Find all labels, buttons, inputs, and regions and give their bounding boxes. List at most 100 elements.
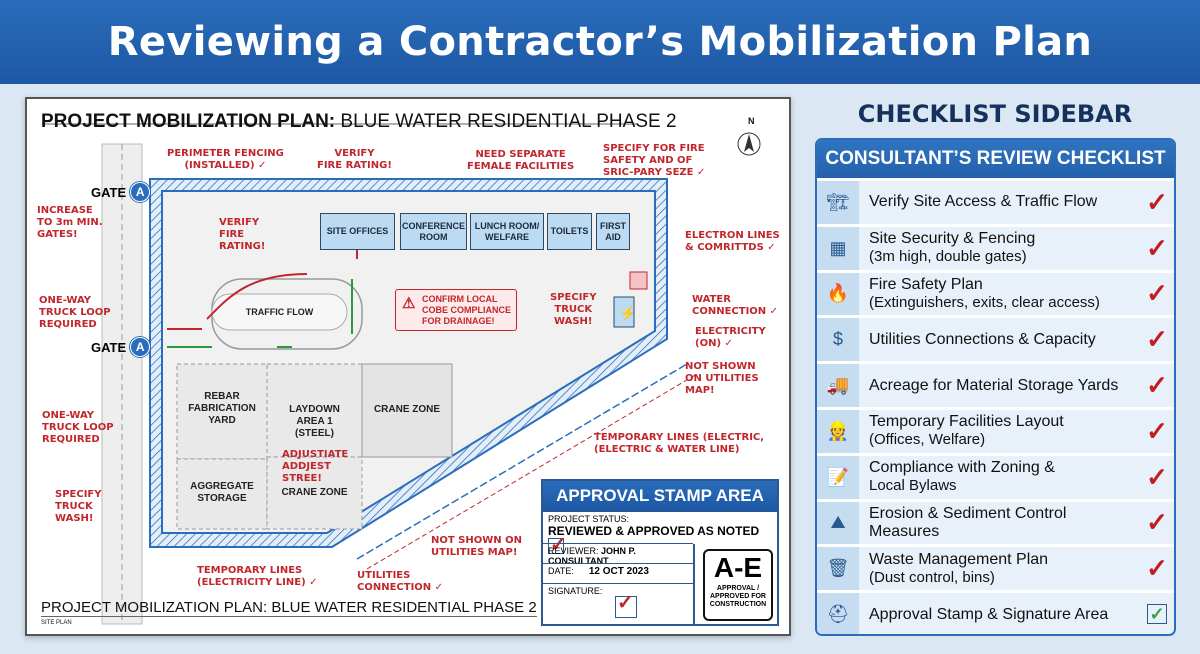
- annotation: ELECTRICITY (ON) ✓: [695, 326, 766, 349]
- checkmark-icon[interactable]: ✓: [1146, 553, 1168, 584]
- checklist-item-label: Erosion & Sediment Control Measures: [869, 504, 1067, 540]
- annotation: TEMPORARY LINES (ELECTRIC, (ELECTRIC & W…: [594, 432, 765, 455]
- checkbox-checked-icon[interactable]: ✓: [1140, 604, 1174, 625]
- checklist-item[interactable]: ⛰ Erosion & Sediment Control Measures ✓: [817, 498, 1174, 545]
- fence-icon: ▦: [817, 226, 859, 270]
- checklist-item[interactable]: ⛑ Approval Stamp & Signature Area ✓: [817, 590, 1174, 634]
- status-label: PROJECT STATUS:: [548, 514, 630, 524]
- plan-footer-title: PROJECT MOBILIZATION PLAN: BLUE WATER RE…: [41, 599, 537, 617]
- reviewer-value: JOHN P. CONSULTANT: [548, 546, 636, 566]
- annotation: ONE-WAY TRUCK LOOP REQUIRED: [42, 410, 114, 445]
- water-connection-box: [629, 271, 648, 290]
- electric-box: [613, 296, 635, 328]
- checklist-item[interactable]: 👷 Temporary Facilities Layout(Offices, W…: [817, 406, 1174, 453]
- sidebar-title: CHECKLIST SIDEBAR: [857, 100, 1133, 128]
- zone-aggregate-storage: AGGREGATE STORAGE: [190, 481, 254, 504]
- zone-rebar-yard: REBAR FABRICATION YARD: [188, 391, 256, 426]
- building-conference-room: CONFERENCE ROOM: [400, 213, 467, 250]
- page-title: Reviewing a Contractor’s Mobilization Pl…: [107, 19, 1093, 65]
- annotation: SPECIFY TRUCK WASH!: [550, 292, 597, 327]
- checklist-item[interactable]: 🏗 Verify Site Access & Traffic Flow ✓: [817, 178, 1174, 224]
- checklist-item-label: Compliance with Zoning &Local Bylaws: [869, 459, 1055, 495]
- annotation: VERIFY FIRE RATING!: [219, 217, 266, 252]
- approval-stamp: APPROVAL STAMP AREA PROJECT STATUS: REVI…: [541, 479, 779, 626]
- checkmark-icon[interactable]: ✓: [1146, 415, 1168, 446]
- plan-title: PROJECT MOBILIZATION PLAN: BLUE WATER RE…: [41, 111, 677, 132]
- annotation: ADJUSTIATE ADDJEST STREE!: [282, 449, 349, 484]
- checklist-item[interactable]: ▦ Site Security & Fencing(3m high, doubl…: [817, 223, 1174, 270]
- gate-marker-icon: A: [130, 182, 151, 202]
- annotation: SPECIFY TRUCK WASH!: [55, 489, 102, 524]
- traffic-island: [211, 293, 348, 331]
- approval-code-desc: APPROVAL / APPROVED FOR CONSTRUCTION: [709, 585, 767, 608]
- checkbox-checked-icon: [548, 532, 567, 557]
- status-value: REVIEWED & APPROVED AS NOTED: [548, 524, 772, 557]
- annotation: NOT SHOWN ON UTILITIES MAP!: [431, 535, 522, 558]
- checklist-item-label: Fire Safety Plan(Extinguishers, exits, c…: [869, 275, 1100, 311]
- annotation: ONE-WAY TRUCK LOOP REQUIRED: [39, 295, 111, 330]
- checklist-item-label: Approval Stamp & Signature Area: [869, 605, 1109, 623]
- crane-icon: 🏗: [817, 181, 859, 224]
- checklist-item[interactable]: $ Utilities Connections & Capacity ✓: [817, 315, 1174, 362]
- north-label: N: [748, 116, 755, 126]
- annotation: NOT SHOWN ON UTILITIES MAP!: [685, 361, 759, 396]
- building-lunch-room: LUNCH ROOM/ WELFARE: [470, 213, 544, 250]
- checklist-item[interactable]: 📝 Compliance with Zoning &Local Bylaws ✓: [817, 452, 1174, 499]
- annotation: WATER CONNECTION ✓: [692, 294, 779, 317]
- plan-footer-sub: SITE PLAN: [41, 620, 72, 626]
- checkmark-icon[interactable]: ✓: [1146, 324, 1168, 355]
- checkmark-icon[interactable]: ✓: [1146, 232, 1168, 263]
- checklist-item[interactable]: 🔥 Fire Safety Plan(Extinguishers, exits,…: [817, 269, 1174, 316]
- annotation: UTILITIES CONNECTION ✓: [357, 570, 444, 593]
- utility-line: [356, 363, 688, 560]
- approval-code: A-E: [713, 552, 763, 583]
- checkmark-icon[interactable]: ✓: [1146, 370, 1168, 401]
- checkmark-icon[interactable]: ✓: [1146, 278, 1168, 309]
- reviewer-row: REVIEWER: JOHN P. CONSULTANT: [543, 543, 693, 566]
- stamp-title: APPROVAL STAMP AREA: [543, 481, 777, 511]
- annotation: INCREASE TO 3m MIN. GATES!: [37, 205, 103, 240]
- signature-check-icon: [615, 590, 637, 618]
- hard-hat-icon: ⛑: [817, 593, 859, 634]
- crane-zone-area: [361, 363, 453, 458]
- checklist-item-label: Site Security & Fencing(3m high, double …: [869, 230, 1036, 266]
- checklist-item[interactable]: 🚚 Acreage for Material Storage Yards ✓: [817, 361, 1174, 407]
- date-value: 12 OCT 2023: [588, 566, 649, 577]
- checkmark-icon[interactable]: ✓: [1146, 507, 1168, 538]
- document-pen-icon: 📝: [817, 455, 859, 499]
- review-checklist: CONSULTANT’S REVIEW CHECKLIST 🏗 Verify S…: [815, 138, 1176, 636]
- money-hand-icon: $: [817, 318, 859, 362]
- traffic-flow-label: TRAFFIC FLOW: [245, 307, 314, 317]
- header-banner: Reviewing a Contractor’s Mobilization Pl…: [0, 0, 1200, 84]
- checklist-header: CONSULTANT’S REVIEW CHECKLIST: [817, 140, 1174, 178]
- site-plan-drawing: ⚡ PROJECT MOBILIZATION PLAN: BLUE WATER …: [25, 97, 791, 636]
- annotation: NEED SEPARATE FEMALE FACILITIES: [467, 149, 575, 172]
- crane-zone-2-area: [266, 456, 363, 530]
- green-flow-arrow: [167, 279, 353, 348]
- annotation: TEMPORARY LINES (ELECTRICITY LINE) ✓: [197, 565, 318, 588]
- site-plan-graphics: ⚡: [42, 123, 761, 625]
- zone-crane-2: CRANE ZONE: [281, 487, 348, 498]
- checklist-item-label: Verify Site Access & Traffic Flow: [869, 193, 1098, 211]
- trash-bin-icon: 🗑: [817, 547, 859, 591]
- building-site-offices: SITE OFFICES: [320, 213, 395, 250]
- checklist-item-label: Acreage for Material Storage Yards: [869, 376, 1119, 394]
- perimeter-fence: [149, 178, 668, 548]
- stamp-status-row: PROJECT STATUS: REVIEWED & APPROVED AS N…: [543, 511, 777, 557]
- checklist-item-label: Temporary Facilities Layout(Offices, Wel…: [869, 413, 1064, 449]
- building-toilets: TOILETS: [547, 213, 592, 250]
- erosion-icon: ⛰: [817, 501, 859, 545]
- checklist-item[interactable]: 🗑 Waste Management Plan(Dust control, bi…: [817, 544, 1174, 591]
- drainage-warning: ⚠CONFIRM LOCAL COBE COMPLIANCE FOR DRAIN…: [395, 289, 517, 331]
- zone-laydown-area: LAYDOWN AREA 1 (STEEL): [289, 404, 340, 439]
- date-row: DATE: 12 OCT 2023: [543, 563, 693, 583]
- warning-icon: ⚠: [402, 295, 416, 312]
- worker-icon: 👷: [817, 409, 859, 453]
- checkmark-icon[interactable]: ✓: [1146, 186, 1168, 217]
- checkmark-icon[interactable]: ✓: [1146, 461, 1168, 492]
- building-first-aid: FIRST AID: [596, 213, 630, 250]
- zone-crane: CRANE ZONE: [373, 404, 441, 415]
- approval-code-box: A-E APPROVAL / APPROVED FOR CONSTRUCTION: [703, 549, 773, 621]
